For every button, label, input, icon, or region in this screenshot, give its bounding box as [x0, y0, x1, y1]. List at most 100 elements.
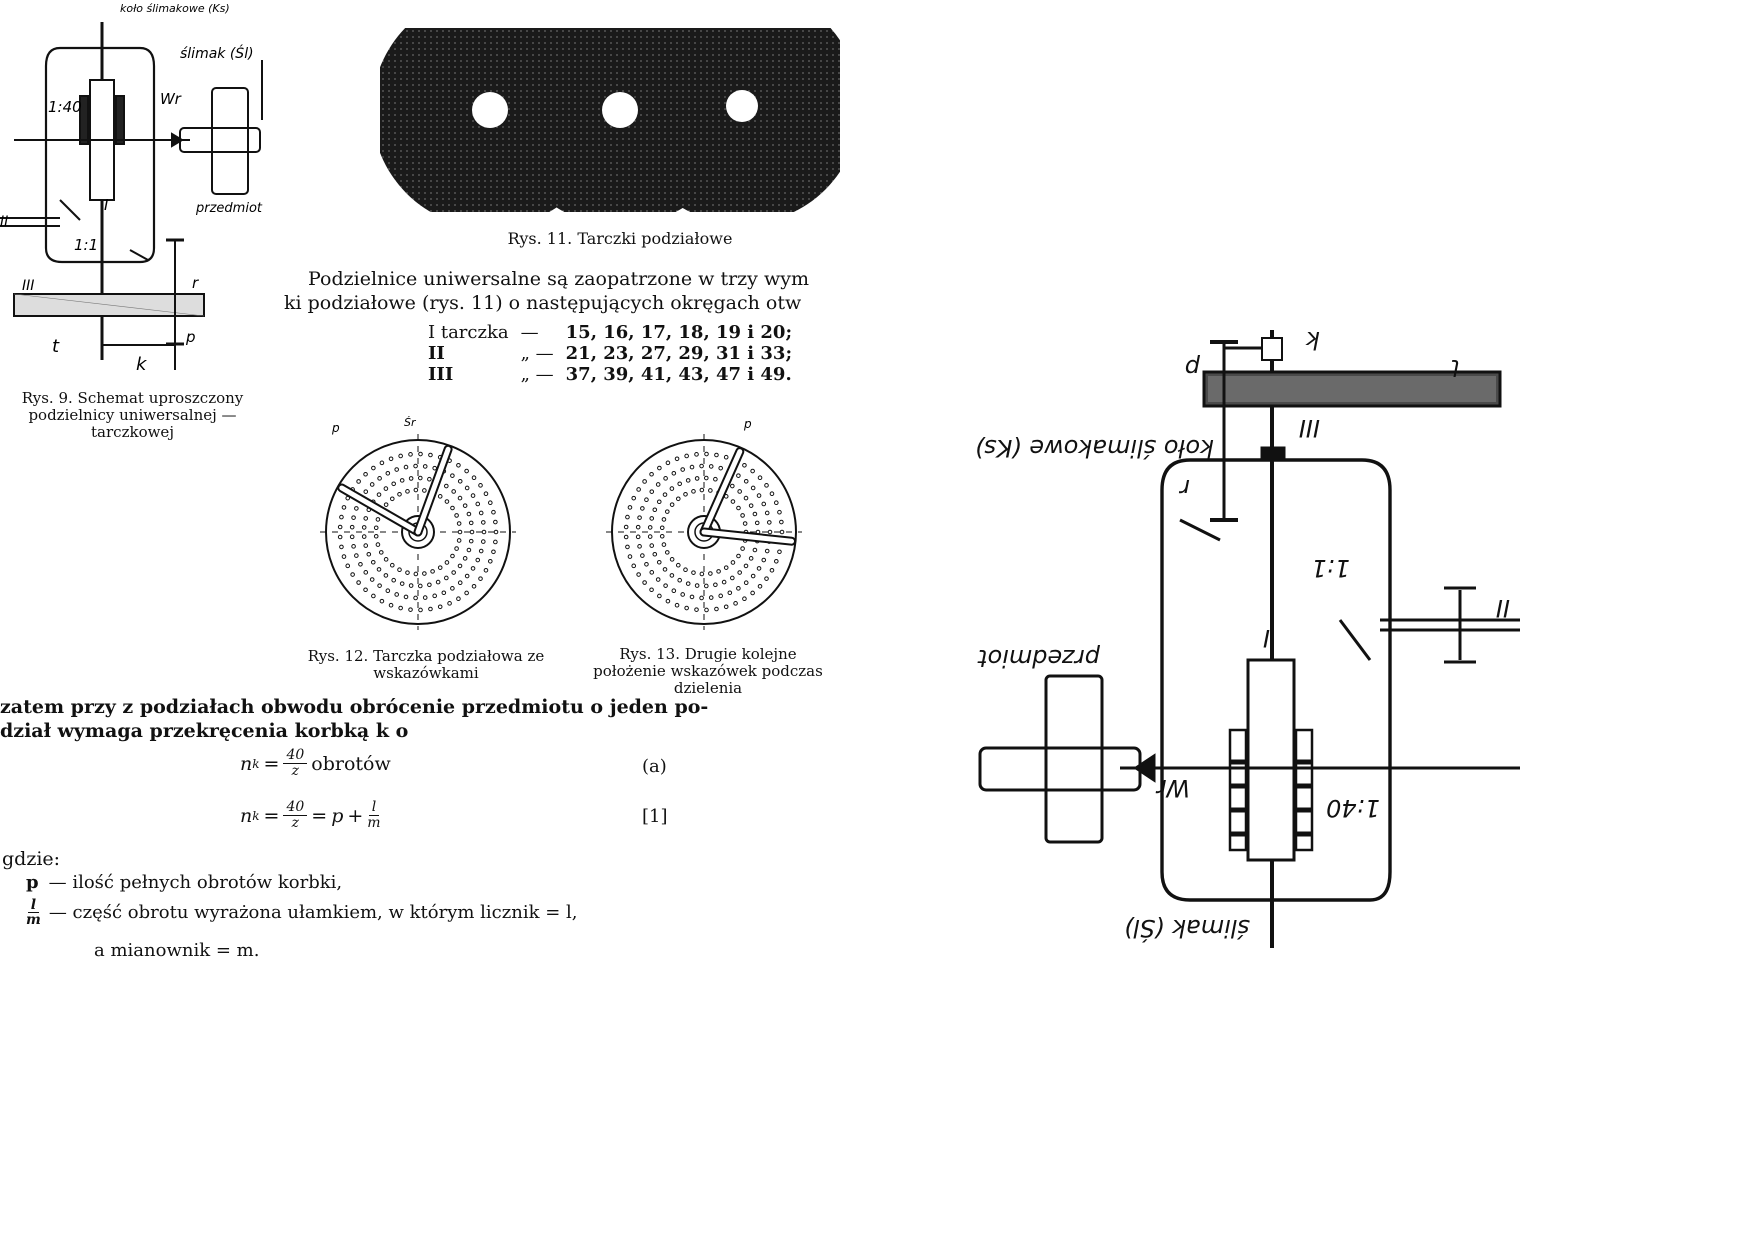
- fig13-hole: [665, 598, 671, 604]
- fig13-hole: [718, 465, 723, 471]
- fig13-hole: [769, 491, 775, 497]
- fig12-hole: [354, 506, 359, 511]
- fig13-hole: [742, 462, 747, 468]
- fig12-hole: [378, 550, 384, 555]
- fig13-hole: [656, 499, 662, 505]
- equals-sign: =: [311, 804, 328, 827]
- large-label-p: p: [1185, 354, 1201, 382]
- fig13-hole: [740, 546, 745, 551]
- fig12-hole: [468, 520, 474, 526]
- fig13-hole: [623, 524, 629, 530]
- plate-dash: „ —: [520, 343, 554, 364]
- fig12-hole: [394, 592, 399, 597]
- fig13-hole: [736, 473, 741, 478]
- fig12-hole: [481, 529, 487, 535]
- fig13-hole: [708, 571, 713, 576]
- fig12-hole: [444, 483, 449, 489]
- fig12-hole: [375, 517, 381, 522]
- fig12-hole: [447, 601, 452, 606]
- fig13-hole: [680, 592, 685, 597]
- fig12-hole: [450, 586, 455, 591]
- fig13-hole: [764, 548, 770, 554]
- fig13-hole: [736, 553, 741, 559]
- fig12-hole: [487, 500, 493, 506]
- fig12-hole: [373, 533, 379, 539]
- fig13-hole: [659, 525, 665, 531]
- fig13-hole: [675, 562, 681, 568]
- fig12-hole: [422, 571, 427, 576]
- fig12-hole: [471, 475, 477, 481]
- large-label-iii: III: [1299, 414, 1320, 442]
- fig12-caption: Rys. 12. Tarczka podziałowa ze wskazówka…: [307, 647, 545, 682]
- fig12-hole: [493, 539, 498, 545]
- fig12-hole: [339, 544, 344, 550]
- fig13-hole: [756, 566, 762, 571]
- fig12-hole: [403, 464, 409, 470]
- fig12-hole: [450, 473, 455, 478]
- fig13-hole: [727, 590, 733, 596]
- plate-iii: [624, 28, 840, 224]
- fig13-hole: [675, 496, 681, 502]
- fig13-hole: [713, 476, 718, 482]
- fig12-hole: [427, 582, 432, 588]
- fig12-hole: [480, 520, 486, 525]
- fig12-hole: [437, 494, 443, 499]
- fig12-hole: [464, 485, 470, 491]
- fig13-arm-inner: [701, 529, 795, 544]
- fig12-hole: [441, 590, 447, 596]
- fig13-hole: [637, 515, 642, 520]
- fig12-hole: [493, 519, 498, 525]
- fig12-hole: [391, 481, 396, 487]
- fig12-hole: [398, 453, 403, 459]
- fig12-hole: [403, 594, 409, 600]
- large-label-r: r: [1178, 474, 1190, 502]
- fig9-label-t: t: [52, 336, 60, 357]
- fig13-hole: [669, 502, 675, 507]
- fig13-hole: [694, 607, 699, 612]
- fig13-hole: [733, 601, 738, 606]
- fig13-hole: [752, 511, 758, 517]
- fig9-label-ratio140: 1:40: [48, 98, 82, 116]
- fig13-hole: [779, 529, 785, 535]
- fig12-hole: [354, 553, 359, 558]
- fig13-hole: [640, 553, 645, 558]
- fig12-hole: [373, 525, 379, 531]
- fig13-hole: [649, 587, 654, 593]
- fig12-hole: [363, 587, 368, 593]
- formula-1-tag: [1]: [642, 806, 668, 827]
- fig12-hole: [417, 475, 423, 481]
- fig13-hole: [736, 505, 741, 511]
- fig12-hole: [413, 571, 419, 577]
- fig13-hole: [669, 557, 675, 562]
- fig9-label-p: p: [185, 328, 196, 346]
- fig12-hole: [397, 491, 402, 497]
- fig12-hole: [405, 489, 410, 494]
- fig12-hole: [350, 572, 355, 577]
- fig13-hole: [669, 486, 675, 491]
- fig13-hole: [704, 451, 709, 457]
- fig13-hole: [750, 468, 755, 474]
- fig13-hole: [708, 464, 714, 469]
- large-label-ratio140: 1:40: [1326, 794, 1380, 822]
- fig13-hole: [703, 475, 709, 481]
- fig12-hole: [351, 515, 356, 520]
- fig12-hole: [349, 524, 355, 530]
- fig12-hole: [388, 602, 394, 608]
- fig12-hole: [456, 538, 462, 543]
- fig13-hole: [662, 492, 668, 497]
- plate-row: II „ — 21, 23, 27, 29, 31 i 33;: [422, 343, 798, 364]
- fig12-hole: [356, 479, 361, 484]
- fig9-label-k: k: [136, 354, 148, 375]
- formula-a-sub: k: [252, 756, 260, 771]
- fig12-hole: [408, 452, 413, 457]
- fig13-hole: [721, 579, 727, 585]
- fig12-hole: [351, 544, 356, 549]
- fig13-hole: [635, 534, 641, 540]
- fig13-hole: [723, 454, 729, 460]
- where-p-row: p — ilość pełnych obrotów korbki,: [26, 872, 342, 893]
- fig12-hole: [408, 476, 414, 481]
- fig13-hole: [623, 534, 629, 540]
- fig13-hole: [699, 487, 705, 493]
- fig13-hole: [664, 509, 670, 514]
